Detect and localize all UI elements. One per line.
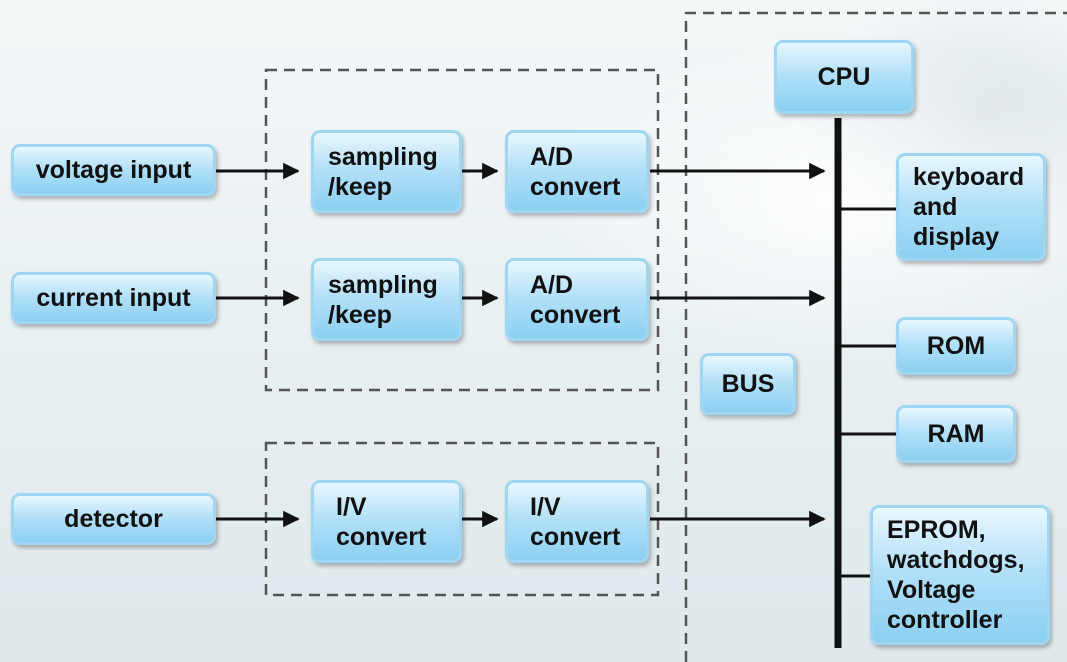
rom-label: ROM	[926, 332, 986, 360]
ad-convert-top-box: A/D convert	[505, 130, 649, 213]
cpu-label: CPU	[817, 63, 871, 91]
system-group-outline	[684, 11, 1067, 662]
iv-convert-second-label: I/V convert	[530, 492, 621, 551]
bus-box: BUS	[700, 353, 796, 415]
sampling-keep-top-box: sampling /keep	[311, 130, 462, 213]
ram-label: RAM	[927, 420, 985, 448]
current-input-label: current input	[36, 284, 191, 312]
eprom-label: EPROM, watchdogs, Voltage controller	[887, 516, 1025, 634]
sampling-keep-bottom-label: sampling /keep	[328, 270, 438, 329]
rom-box: ROM	[896, 317, 1016, 375]
ad-convert-bottom-box: A/D convert	[505, 258, 649, 341]
current-input-box: current input	[11, 272, 216, 324]
iv-convert-second-box: I/V convert	[505, 480, 649, 563]
iv-convert-first-box: I/V convert	[311, 480, 462, 563]
voltage-input-label: voltage input	[35, 156, 192, 184]
voltage-input-box: voltage input	[11, 144, 216, 196]
sampling-group-outline	[264, 68, 660, 392]
sampling-keep-bottom-box: sampling /keep	[311, 258, 462, 341]
detector-box: detector	[11, 493, 216, 545]
keyboard-display-box: keyboard and display	[896, 153, 1046, 261]
eprom-box: EPROM, watchdogs, Voltage controller	[870, 505, 1050, 645]
keyboard-display-label: keyboard and display	[913, 163, 1025, 251]
ad-convert-bottom-label: A/D convert	[530, 270, 621, 329]
cpu-box: CPU	[774, 40, 914, 114]
bus-label: BUS	[721, 370, 775, 398]
sampling-keep-top-label: sampling /keep	[328, 142, 438, 201]
detector-label: detector	[64, 505, 163, 533]
ram-box: RAM	[896, 405, 1016, 463]
ad-convert-top-label: A/D convert	[530, 142, 621, 201]
iv-convert-first-label: I/V convert	[336, 492, 427, 551]
